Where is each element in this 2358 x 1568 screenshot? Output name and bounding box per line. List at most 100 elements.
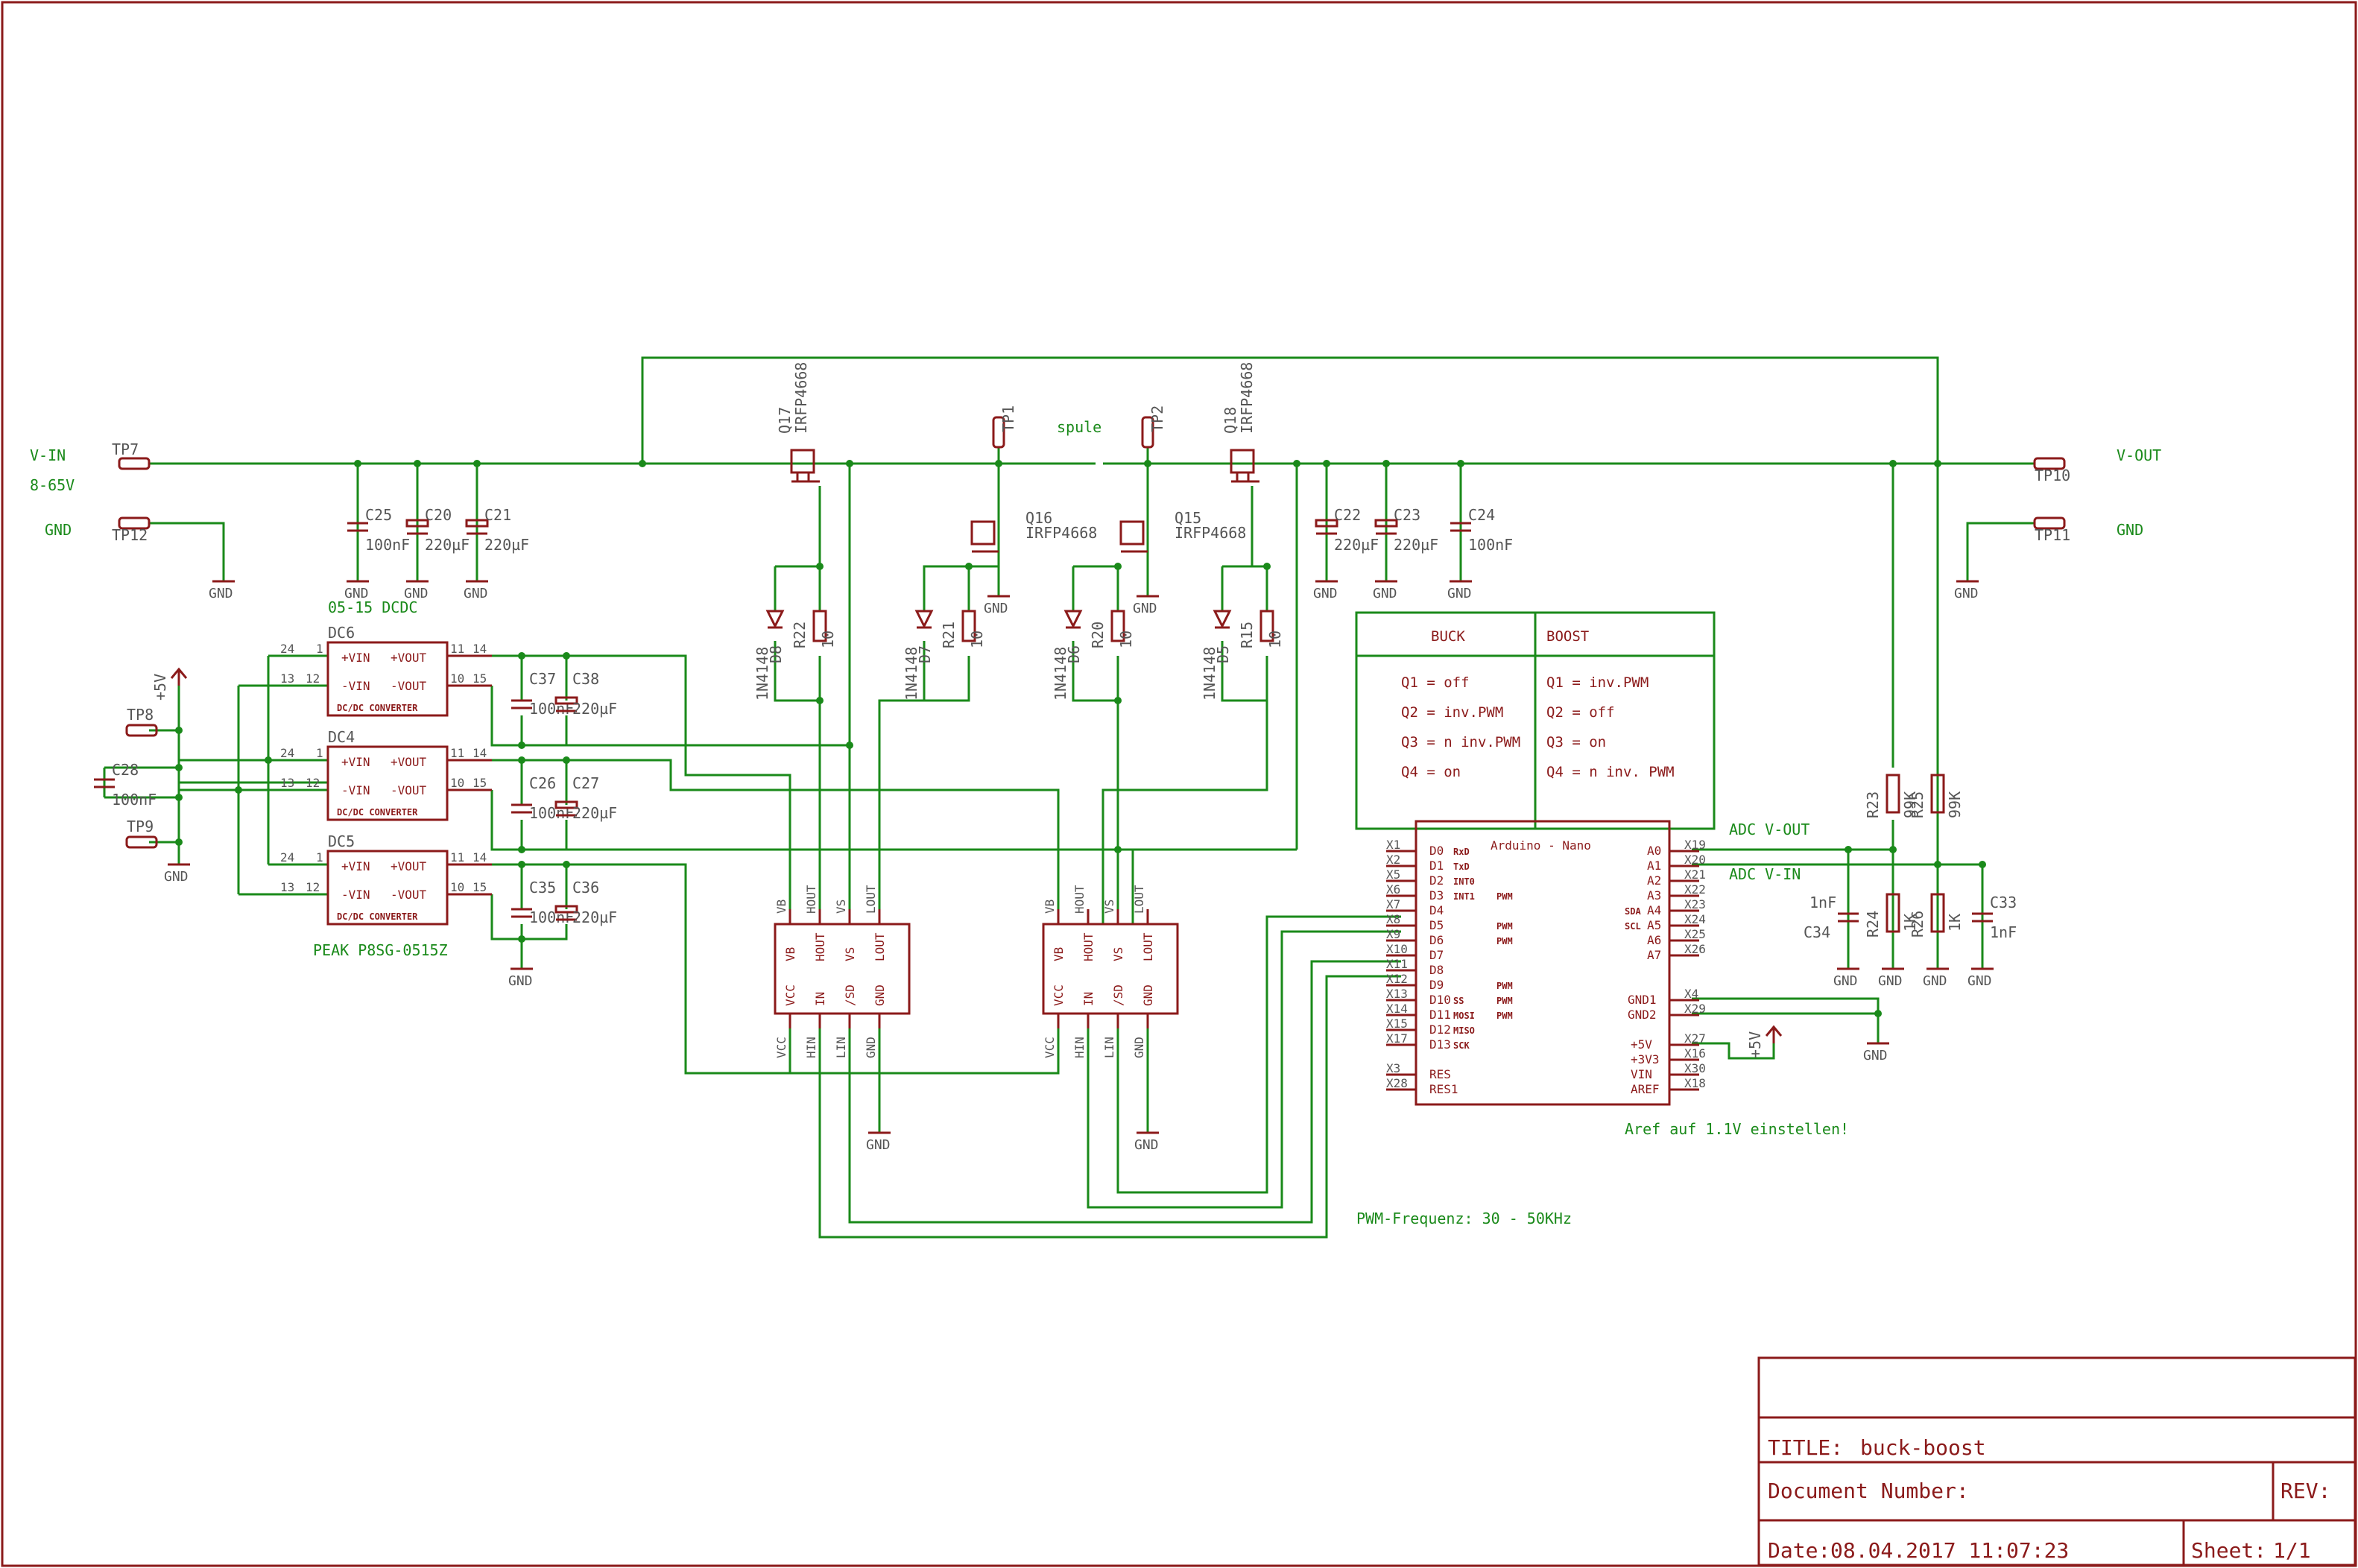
svg-text:DC/DC CONVERTER: DC/DC CONVERTER [337,911,418,922]
capacitor-c24[interactable]: C24 100nF [1450,506,1513,554]
capacitor-c21[interactable]: C21 220µF [465,506,529,554]
svg-text:10: 10 [450,880,464,894]
dcdc-dc4[interactable]: DC4 +VIN -VIN +VOUT -VOUT DC/DC CONVERTE… [280,728,492,821]
capacitor-c23[interactable]: C23 220µF [1374,506,1438,554]
arduino-pin-name: A5 [1647,918,1661,932]
svg-text:1N4148: 1N4148 [1201,647,1218,701]
plus5v-symbol: +5V [1746,1025,1783,1058]
svg-text:Q4 = on: Q4 = on [1401,764,1461,780]
wire-layer [103,356,2035,1239]
arduino-pin-name: D8 [1429,963,1444,977]
svg-text:-VOUT: -VOUT [391,888,427,902]
resistor-r15[interactable]: R15 10 [1238,610,1284,648]
arduino-pin-name: RES [1429,1067,1451,1081]
arduino-pin-name: A1 [1647,859,1661,873]
svg-text:10: 10 [819,630,837,648]
mosfet-q16[interactable]: Q16 IRFP4668 [970,509,1097,553]
tp2-label: TP2 [1148,405,1166,432]
testpoint-tp10[interactable]: TP10 [2033,457,2070,484]
mosfet-q18[interactable]: Q18 IRFP4668 [1221,362,1259,483]
arduino-pin-name: D9 [1429,978,1444,992]
arduino-pin-pwm: PWM [1496,981,1513,991]
gnd-symbol: GND [1313,580,1338,601]
gate-driver-left[interactable]: VB HOUT VS LOUT VB HOUT VS LOUT VCC IN /… [774,885,911,1058]
arduino-pin-fn: MISO [1453,1025,1475,1036]
arduino-pin-x: X6 [1386,882,1400,897]
capacitor-c22[interactable]: C22 220µF [1315,506,1379,554]
svg-text:D6: D6 [1065,645,1083,663]
diode-d7[interactable]: D7 1N4148 [903,610,934,701]
testpoint-tp2[interactable]: TP2 [1141,405,1166,449]
resistor-r24[interactable]: R24 1K [1864,893,1919,938]
resistor-r25[interactable]: R25 99K [1909,774,1964,818]
svg-text:15: 15 [472,776,487,790]
resistor-r22[interactable]: R22 10 [791,610,837,648]
svg-text:R15: R15 [1238,622,1256,648]
arduino-pin-name: D3 [1429,888,1444,902]
testpoint-tp11[interactable]: TP11 [2033,516,2070,544]
svg-text:13: 13 [280,776,294,790]
svg-text:LOUT: LOUT [864,885,878,914]
svg-text:1N4148: 1N4148 [903,647,920,701]
svg-text:R21: R21 [940,622,958,648]
junction-dots [175,460,1986,1017]
capacitor-c28[interactable]: C28 100nF [94,761,157,809]
sheet-value: 1/1 [2273,1538,2311,1563]
svg-text:Q1 = off: Q1 = off [1401,674,1470,691]
arduino-pin-name: +5V [1631,1037,1652,1052]
arduino-pin-name: D6 [1429,933,1444,947]
arduino-pin-x: X18 [1684,1076,1706,1090]
svg-text:+VOUT: +VOUT [391,651,427,665]
svg-text:GND: GND [864,1037,878,1058]
resistor-r20[interactable]: R20 10 [1089,610,1135,648]
svg-text:DC4: DC4 [328,728,355,746]
diode-d5[interactable]: D5 1N4148 [1201,610,1232,701]
mosfet-q17[interactable]: Q17 IRFP4668 [776,362,820,483]
svg-text:C26: C26 [529,774,556,792]
resistor-r23[interactable]: R23 99K [1864,774,1919,818]
capacitor-c33[interactable]: C33 1nF [1972,894,2017,941]
svg-text:IN: IN [813,992,827,1006]
svg-text:DC/DC CONVERTER: DC/DC CONVERTER [337,807,418,818]
capacitor-c20[interactable]: C20 220µF [405,506,470,554]
diode-d8[interactable]: D8 1N4148 [753,610,785,701]
dcdc-dc6[interactable]: DC6 +VIN -VIN +VOUT -VOUT DC/DC CONVERTE… [280,624,492,717]
capacitor-c38[interactable]: C38 220µF [554,670,617,718]
gate-driver-right[interactable]: VB HOUT VS LOUT VB HOUT VS LOUT VCC IN /… [1042,885,1179,1058]
testpoint-tp1[interactable]: TP1 [992,405,1017,449]
arduino-pin-name: A3 [1647,888,1661,902]
testpoint-tp12[interactable]: TP12 [112,516,151,544]
arduino-pin-name: D7 [1429,948,1444,962]
capacitor-c25[interactable]: C25 100nF [347,506,410,554]
arduino-pin-name: D12 [1429,1022,1451,1037]
svg-text:GND: GND [1313,586,1338,601]
svg-text:-VIN: -VIN [341,679,370,693]
resistor-r21[interactable]: R21 10 [940,610,986,648]
dcdc-dc5[interactable]: DC5 +VIN -VIN +VOUT -VOUT DC/DC CONVERTE… [280,832,492,926]
svg-text:HOUT: HOUT [813,932,827,961]
svg-text:14: 14 [472,746,487,760]
arduino-pin-pwm: PWM [1496,921,1513,932]
svg-text:GND: GND [1447,586,1472,601]
capacitor-c36[interactable]: C36 220µF [554,879,617,926]
svg-text:D5: D5 [1214,645,1232,663]
svg-text:1: 1 [316,746,323,760]
capacitor-c34[interactable]: 1nF C34 [1804,894,1859,941]
arduino-pin-x: X29 [1684,1002,1706,1016]
testpoint-tp9[interactable]: TP9 [125,818,158,849]
arduino-pin-x: X8 [1386,912,1400,926]
capacitor-c27[interactable]: C27 220µF [554,774,617,822]
diode-d6[interactable]: D6 1N4148 [1052,610,1083,701]
svg-text:C24: C24 [1468,506,1495,524]
resistor-r26[interactable]: R26 1K [1909,893,1964,938]
mosfet-q15[interactable]: Q15 IRFP4668 [1119,509,1246,553]
svg-text:Q4 = n inv. PWM: Q4 = n inv. PWM [1546,764,1675,780]
gnd-symbol: GND [866,1131,891,1153]
date-value: 08.04.2017 11:07:23 [1830,1538,2069,1563]
arduino-pin-x: X22 [1684,882,1706,897]
net-spule: spule [1057,418,1101,436]
testpoint-tp8[interactable]: TP8 [125,706,158,737]
testpoint-tp7[interactable]: TP7 [112,440,151,470]
